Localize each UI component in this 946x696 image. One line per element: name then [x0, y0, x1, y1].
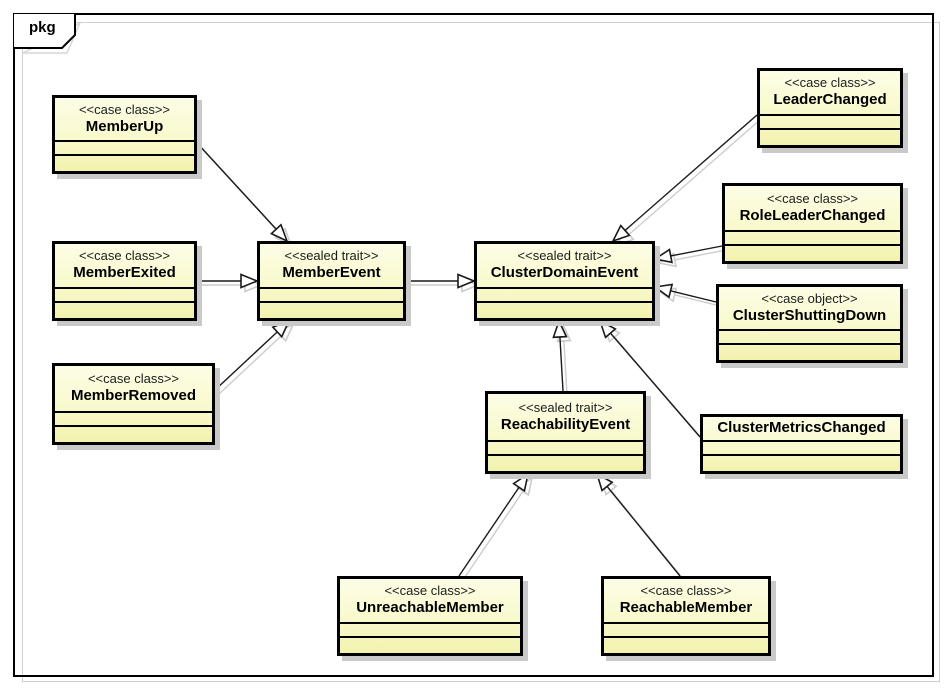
class-box-memberremoved: <<case class>>MemberRemoved: [52, 363, 215, 445]
class-stereotype: <<case class>>: [78, 248, 171, 263]
class-title: <<case class>>LeaderChanged: [760, 71, 900, 114]
class-title: ClusterMetricsChanged: [703, 417, 900, 440]
attributes-compartment: [55, 411, 212, 425]
inheritance-arrow-clustermetricschanged-to-clusterdomainevent: [598, 319, 701, 438]
class-stereotype: <<case class>>: [87, 371, 180, 386]
class-title: <<case class>>MemberRemoved: [55, 366, 212, 411]
methods-compartment: [55, 301, 194, 318]
methods-compartment: [477, 301, 652, 318]
class-stereotype: <<case class>>: [766, 190, 859, 206]
class-title: <<sealed trait>>MemberEvent: [260, 244, 403, 287]
inheritance-arrow-shadow-9: [462, 476, 534, 581]
class-box-memberexited: <<case class>>MemberExited: [52, 241, 197, 321]
class-stereotype: <<sealed trait>>: [518, 399, 613, 415]
methods-compartment: [719, 343, 900, 360]
inheritance-arrow-roleleaderchanged-to-clusterdomainevent: [652, 245, 723, 264]
methods-compartment: [604, 636, 768, 653]
attributes-compartment: [725, 230, 900, 244]
attributes-compartment: [477, 287, 652, 301]
class-title: <<sealed trait>>ClusterDomainEvent: [477, 244, 652, 287]
methods-compartment: [760, 128, 900, 145]
class-box-clustermetricschanged: ClusterMetricsChanged: [700, 414, 903, 474]
class-stereotype: <<case class>>: [784, 75, 876, 90]
inheritance-arrow-memberremoved-to-memberevent: [214, 319, 291, 391]
class-box-clusterdomainevent: <<sealed trait>>ClusterDomainEvent: [474, 241, 655, 321]
methods-compartment: [340, 636, 520, 653]
class-stereotype: <<case class>>: [78, 101, 171, 117]
class-stereotype: <<case class>>: [640, 583, 732, 598]
methods-compartment: [260, 301, 403, 318]
class-title: <<case class>>MemberUp: [55, 98, 194, 140]
inheritance-arrow-clustershuttingdown-to-clusterdomainevent: [652, 283, 717, 303]
attributes-compartment: [55, 140, 194, 154]
class-title: <<case class>>MemberExited: [55, 244, 194, 287]
class-name: ClusterMetricsChanged: [717, 419, 886, 437]
inheritance-arrow-unreachablemember-to-reachabilityevent: [458, 472, 530, 577]
class-name: ClusterShuttingDown: [732, 306, 887, 324]
class-box-leaderchanged: <<case class>>LeaderChanged: [757, 68, 903, 148]
class-name: RoleLeaderChanged: [739, 206, 886, 224]
package-tab-label: pkg: [29, 19, 56, 36]
attributes-compartment: [260, 287, 403, 301]
methods-compartment: [55, 154, 194, 171]
inheritance-arrow-memberexited-to-memberevent: [197, 273, 260, 289]
class-name: LeaderChanged: [773, 91, 887, 109]
attributes-compartment: [703, 440, 900, 454]
class-name: MemberRemoved: [70, 387, 197, 405]
class-box-reachablemember: <<case class>>ReachableMember: [601, 576, 771, 656]
package-frame: [13, 13, 934, 677]
methods-compartment: [488, 454, 643, 471]
class-box-unreachablemember: <<case class>>UnreachableMember: [337, 576, 523, 656]
class-title: <<case class>>ReachableMember: [604, 579, 768, 622]
class-name: ClusterDomainEvent: [490, 264, 639, 282]
methods-compartment: [55, 425, 212, 442]
class-name: UnreachableMember: [356, 599, 504, 617]
class-stereotype: <<case object>>: [761, 290, 858, 306]
class-title: <<case class>>UnreachableMember: [340, 579, 520, 622]
attributes-compartment: [488, 440, 643, 454]
class-name: MemberEvent: [282, 264, 381, 282]
package-tab-shape: [13, 13, 76, 49]
class-box-memberevent: <<sealed trait>>MemberEvent: [257, 241, 406, 321]
inheritance-arrow-memberevent-to-clusterdomainevent: [406, 273, 477, 289]
inheritance-arrow-reachablemember-to-reachabilityevent: [595, 472, 681, 577]
attributes-compartment: [760, 114, 900, 128]
package-frame-shadow: [22, 22, 940, 682]
methods-compartment: [703, 454, 900, 471]
attributes-compartment: [719, 329, 900, 343]
attributes-compartment: [340, 622, 520, 636]
class-box-roleleaderchanged: <<case class>>RoleLeaderChanged: [722, 183, 903, 264]
methods-compartment: [725, 244, 900, 261]
class-box-memberup: <<case class>>MemberUp: [52, 95, 197, 174]
attributes-compartment: [604, 622, 768, 636]
inheritance-arrow-leaderchanged-to-clusterdomainevent: [611, 114, 758, 243]
inheritance-arrow-reachabilityevent-to-clusterdomainevent: [552, 318, 568, 392]
attributes-compartment: [55, 287, 194, 301]
class-box-reachabilityevent: <<sealed trait>>ReachabilityEvent: [485, 391, 646, 474]
class-stereotype: <<sealed trait>>: [517, 248, 612, 263]
inheritance-arrow-memberup-to-memberevent: [196, 142, 289, 243]
class-title: <<case object>>ClusterShuttingDown: [719, 287, 900, 329]
class-name: ReachableMember: [619, 599, 753, 617]
class-title: <<case class>>RoleLeaderChanged: [725, 186, 900, 230]
class-name: ReachabilityEvent: [500, 415, 631, 433]
package-tab: [13, 13, 82, 54]
class-stereotype: <<case class>>: [384, 583, 476, 598]
class-box-clustershuttingdown: <<case object>>ClusterShuttingDown: [716, 284, 903, 363]
class-name: MemberExited: [73, 264, 176, 282]
class-name: MemberUp: [85, 117, 164, 135]
class-title: <<sealed trait>>ReachabilityEvent: [488, 394, 643, 440]
class-stereotype: <<sealed trait>>: [284, 248, 379, 263]
